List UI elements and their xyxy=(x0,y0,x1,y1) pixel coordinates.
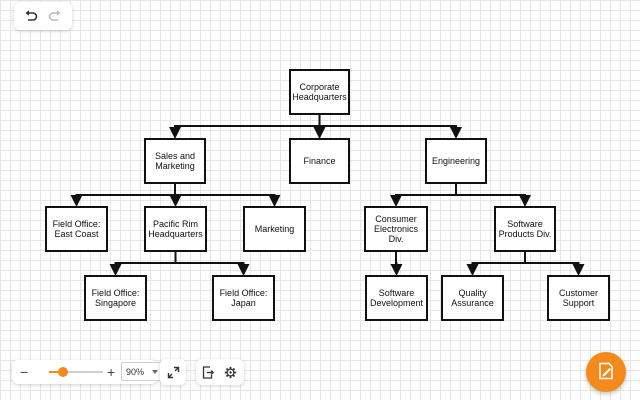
connector-software-products-to-quality-assurance xyxy=(466,252,526,276)
org-node-consumer-electronics[interactable]: Consumer Electronics Div. xyxy=(364,206,428,252)
org-node-finance[interactable]: Finance xyxy=(289,138,350,184)
org-node-field-office-japan[interactable]: Field Office: Japan xyxy=(212,275,275,321)
zoom-in-icon[interactable]: + xyxy=(107,364,116,380)
org-node-engineering[interactable]: Engineering xyxy=(425,138,487,184)
connector-corporate-hq-to-sales-marketing xyxy=(169,115,321,139)
org-node-corporate-hq[interactable]: Corporate Headquarters xyxy=(289,69,350,115)
org-node-field-office-east-coast[interactable]: Field Office: East Coast xyxy=(45,206,108,252)
org-node-customer-support[interactable]: Customer Support xyxy=(547,275,610,321)
org-node-marketing[interactable]: Marketing xyxy=(243,206,306,252)
zoom-slider-thumb[interactable] xyxy=(57,367,68,377)
zoom-out-icon[interactable]: − xyxy=(20,364,29,380)
org-node-field-office-singapore[interactable]: Field Office: Singapore xyxy=(84,275,147,321)
connector-engineering-to-software-products xyxy=(455,184,531,207)
gear-icon[interactable] xyxy=(221,363,239,381)
undo-redo-toolbar xyxy=(14,2,72,30)
zoom-slider-fill xyxy=(49,371,63,373)
connector-consumer-electronics-to-software-development xyxy=(390,252,403,276)
zoom-slider[interactable] xyxy=(49,367,103,377)
zoom-control: − + 90% xyxy=(12,360,163,384)
org-node-software-products[interactable]: Software Products Div. xyxy=(494,206,556,252)
org-node-pacific-rim-hq[interactable]: Pacific Rim Headquarters xyxy=(144,206,207,252)
connector-sales-marketing-to-field-office-east-coast xyxy=(70,184,176,207)
zoom-level-select[interactable]: 90% xyxy=(121,362,163,381)
connector-software-products-to-customer-support xyxy=(524,252,585,276)
zoom-level-value: 90% xyxy=(126,366,145,377)
undo-icon[interactable] xyxy=(21,6,41,26)
fit-screen-toolbar xyxy=(160,359,186,385)
chevron-down-icon xyxy=(152,370,158,374)
org-node-quality-assurance[interactable]: Quality Assurance xyxy=(441,275,504,321)
connector-corporate-hq-to-engineering xyxy=(318,115,462,139)
expand-icon[interactable] xyxy=(164,363,182,381)
edit-note-icon xyxy=(598,362,614,382)
edit-note-button[interactable] xyxy=(586,352,626,392)
export-settings-toolbar xyxy=(196,359,244,385)
org-node-software-development[interactable]: Software Development xyxy=(365,275,428,321)
connector-pacific-rim-hq-to-field-office-japan xyxy=(174,252,250,276)
connector-engineering-to-consumer-electronics xyxy=(390,184,457,207)
redo-icon[interactable] xyxy=(45,6,65,26)
connector-pacific-rim-hq-to-field-office-singapore xyxy=(109,252,177,276)
export-icon[interactable] xyxy=(199,363,217,381)
connector-sales-marketing-to-marketing xyxy=(174,184,281,207)
org-node-sales-marketing[interactable]: Sales and Marketing xyxy=(144,138,206,184)
